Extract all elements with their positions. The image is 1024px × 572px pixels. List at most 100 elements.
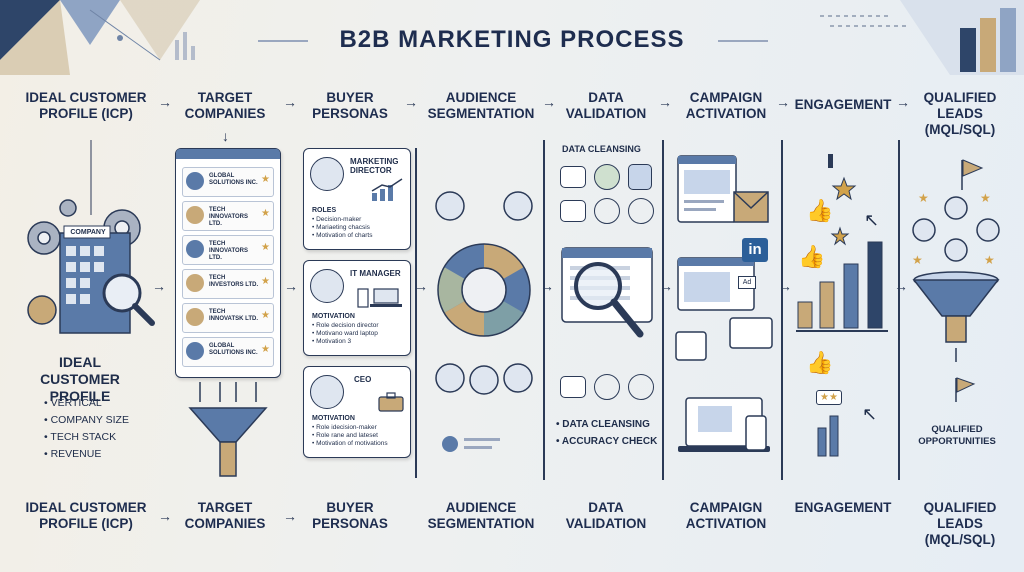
list-item[interactable]: TECH INVESTORS LTD. ★	[182, 269, 274, 299]
validation-checks: • DATA CLEANSING • ACCURACY CHECK	[556, 416, 657, 450]
svg-text:★: ★	[984, 253, 995, 267]
list-item[interactable]: TECH INNOVATSK LTD. ★	[182, 303, 274, 333]
arrow-right-icon: →	[152, 278, 166, 294]
persona-section: MOTIVATION	[312, 415, 355, 422]
persona-title: CEO	[354, 375, 372, 384]
persona-card-marketing-director[interactable]: MARKETING DIRECTOR ROLES • Decision-make…	[303, 148, 411, 250]
icp-heading: IDEAL CUSTOMER PROFILE	[40, 354, 120, 404]
stage-engagement-bottom: ENGAGEMENT	[794, 500, 892, 515]
email-icon	[560, 376, 586, 398]
stage-buyer-personas-bottom: BUYER PERSONAS	[312, 500, 388, 531]
list-item: • ACCURACY CHECK	[556, 436, 658, 447]
stage-campaign-activation-bottom: CAMPAIGN ACTIVATION	[685, 500, 767, 531]
list-item: • REVENUE	[44, 448, 102, 460]
stage-data-validation: DATA VALIDATION	[565, 90, 647, 121]
divider	[781, 140, 783, 480]
arrow-down-icon: ↓	[222, 128, 229, 144]
arrow-right-icon: →	[894, 278, 908, 294]
list-item: • Motivation of charts	[312, 232, 373, 239]
star-icon: ★	[261, 276, 270, 287]
panel-header	[176, 149, 280, 159]
star-icon: ★	[261, 208, 270, 219]
company-name: TECH INNOVATORS LTD.	[209, 207, 249, 227]
list-item: • Role idecision-maker	[312, 424, 377, 431]
stage-icp: IDEAL CUSTOMER PROFILE (ICP)	[25, 90, 147, 121]
svg-text:★: ★	[980, 191, 991, 205]
arrow-right-icon: →	[283, 94, 297, 110]
arrow-right-icon: →	[659, 278, 673, 294]
stage-qualified-leads: QUALIFIED LEADS (MQL/SQL)	[923, 90, 997, 137]
thumbs-up-icon: 👍	[798, 244, 826, 269]
divider	[90, 140, 92, 215]
arrow-right-icon: →	[896, 94, 910, 110]
persona-card-ceo[interactable]: CEO MOTIVATION • Role idecision-maker • …	[303, 366, 411, 458]
building-label: COMPANY	[70, 229, 106, 236]
phone-icon	[594, 374, 620, 400]
list-item[interactable]: GLOBAL SOLUTIONS INC. ★	[182, 167, 274, 197]
email-icon	[560, 166, 586, 188]
validation-magnifier-icon	[561, 247, 653, 338]
list-item: • VERTICAL	[44, 397, 102, 409]
list-item: • TECH STACK	[44, 431, 117, 443]
linkedin-icon: in	[742, 238, 768, 262]
svg-text:★: ★	[912, 253, 923, 267]
arrow-right-icon: →	[776, 94, 790, 110]
divider	[415, 148, 417, 478]
lead-funnel-icon: ★ ★ ★ ★	[912, 159, 1000, 402]
company-name: TECH INVESTORS LTD.	[209, 275, 259, 288]
arrow-right-icon: →	[283, 508, 297, 524]
arrow-right-icon: →	[540, 278, 554, 294]
persona-details: • Role idecision-maker • Role rane and l…	[312, 424, 408, 448]
persona-title: MARKETING DIRECTOR	[350, 157, 399, 175]
cursor-click-icon: ↖	[864, 210, 880, 230]
segmentation-donut-icon	[435, 191, 533, 452]
company-name: TECH INNOVATSK LTD.	[209, 309, 258, 322]
list-item[interactable]: GLOBAL SOLUTIONS INC. ★	[182, 337, 274, 367]
persona-card-it-manager[interactable]: IT MANAGER MOTIVATION • Role decision di…	[303, 260, 411, 356]
divider	[543, 140, 545, 480]
list-item[interactable]: TECH INNOVATORS LTD. ★	[182, 201, 274, 231]
persona-title: IT MANAGER	[350, 269, 401, 278]
arrow-right-icon: →	[284, 278, 298, 294]
list-item: • Role rane and lateset	[312, 432, 378, 439]
company-name: GLOBAL SOLUTIONS INC.	[209, 343, 258, 356]
corner-decoration-left	[0, 0, 200, 75]
title-line-right	[718, 40, 768, 42]
title-line-left	[258, 40, 308, 42]
data-cleansing-label: DATA CLEANSING	[562, 144, 641, 154]
star-icon: ★	[261, 310, 270, 321]
filter-funnel-icon	[188, 382, 268, 477]
persona-section: MOTIVATION	[312, 313, 355, 320]
avatar	[310, 375, 344, 409]
shield-icon	[628, 164, 652, 190]
list-item: • Motivano ward laptop	[312, 330, 378, 337]
icp-criteria-list: • VERTICAL • COMPANY SIZE • TECH STACK •…	[44, 395, 129, 463]
qualified-opportunities-label: QUALIFIED OPPORTUNITIES	[918, 424, 996, 447]
stage-engagement: ENGAGEMENT	[794, 97, 892, 112]
avatar	[310, 157, 344, 191]
thumbs-up-icon: 👍	[806, 198, 834, 223]
page-title: B2B MARKETING PROCESS	[339, 26, 685, 53]
ad-badge: Ad	[738, 276, 756, 289]
building-icon	[186, 274, 204, 292]
company-name: TECH INNOVATORS LTD.	[209, 241, 249, 261]
rating-stars-icon: ★★	[816, 390, 842, 405]
divider	[898, 140, 900, 480]
briefcase-icon	[378, 392, 404, 412]
gear-icon	[186, 206, 204, 224]
stage-data-validation-bottom: DATA VALIDATION	[565, 500, 647, 531]
thumbs-up-icon: 👍	[806, 350, 834, 375]
list-item[interactable]: TECH INNOVATORS LTD. ★	[182, 235, 274, 265]
building-icon	[186, 308, 204, 326]
email-icon	[560, 200, 586, 222]
company-list-panel: GLOBAL SOLUTIONS INC. ★ TECH INNOVATORS …	[175, 148, 281, 378]
database-icon	[628, 198, 654, 224]
star-icon: ★	[261, 344, 270, 355]
database-icon	[628, 374, 654, 400]
stage-buyer-personas: BUYER PERSONAS	[312, 90, 388, 121]
arrow-right-icon: →	[404, 94, 418, 110]
list-item: • Motivation of motivations	[312, 440, 388, 447]
svg-text:★: ★	[918, 191, 929, 205]
laptop-icon	[357, 288, 402, 308]
company-name: GLOBAL SOLUTIONS INC.	[209, 173, 258, 186]
